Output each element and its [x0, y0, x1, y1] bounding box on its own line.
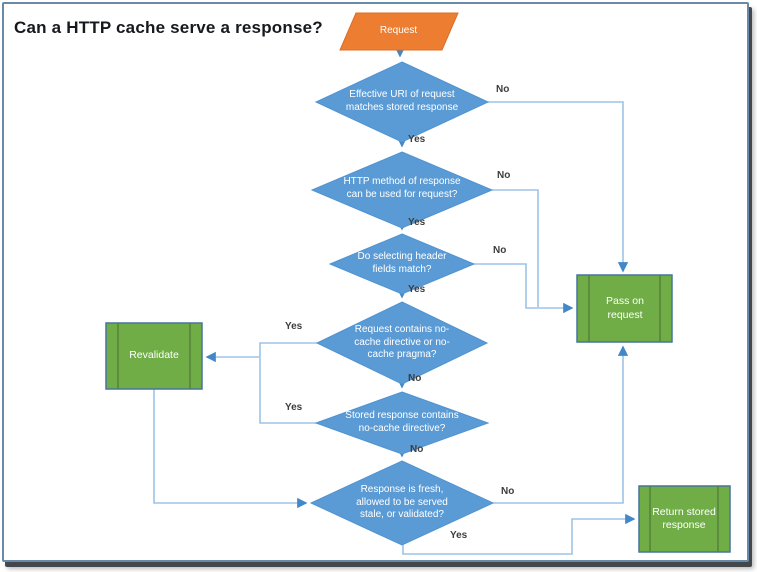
edge-d6-no-to-pass: [493, 345, 629, 504]
edge-d5-yes-to-revalidate: [259, 358, 316, 424]
decision-effective-uri: [314, 61, 490, 143]
decision-effective-uri-label: Effective URI of request matches stored …: [345, 89, 459, 113]
process-pass-on-request: [576, 274, 673, 343]
process-pass-label: Pass on request: [606, 295, 644, 321]
process-pass-rect: [576, 274, 673, 343]
process-revalidate: [105, 322, 203, 390]
edge-d3-no-to-pass: [474, 263, 574, 314]
edge-label-d2-yes: Yes: [408, 217, 426, 228]
decision-response-fresh: [309, 460, 495, 546]
decision-http-method-label: HTTP method of response can be used for …: [343, 176, 461, 200]
decision-response-fresh-label: Response is fresh, allowed to be served …: [356, 483, 448, 521]
decision-stored-no-cache: [314, 391, 490, 455]
decision-selecting-headers-label: Do selecting header fields match?: [357, 251, 447, 275]
edge-d1-no-to-pass: [488, 101, 629, 273]
edge-label-d4-yes: Yes: [285, 321, 303, 332]
edge-d2-no-to-pass: [492, 189, 539, 307]
edge-label-d3-no: No: [493, 245, 507, 256]
edge-label-d5-yes: Yes: [285, 402, 303, 413]
edge-label-d2-no: No: [497, 170, 511, 181]
process-return-stored: [638, 485, 731, 553]
edge-label-d1-no: No: [496, 84, 510, 95]
decision-http-method: [310, 151, 494, 229]
decision-request-no-cache-label: Request contains no-cache directive or n…: [354, 323, 450, 361]
edge-label-d3-yes: Yes: [408, 284, 426, 295]
decision-stored-no-cache-label: Stored response contains no-cache direct…: [345, 410, 459, 434]
start-shape-request: [339, 12, 459, 51]
decision-selecting-headers: [328, 233, 476, 295]
edge-revalidate-to-d6: [153, 389, 308, 509]
edge-label-d6-yes: Yes: [450, 530, 468, 541]
process-return-rect: [638, 485, 731, 553]
page-title: Can a HTTP cache serve a response?: [14, 18, 323, 37]
process-revalidate-label: Revalidate: [129, 349, 179, 362]
process-return-label: Return stored response: [652, 505, 716, 531]
edge-label-d1-yes: Yes: [408, 134, 426, 145]
edge-label-d5-no: No: [410, 444, 424, 455]
edge-label-d6-no: No: [501, 486, 515, 497]
edge-label-d4-no: No: [408, 373, 422, 384]
decision-request-no-cache: [315, 301, 489, 385]
edge-d6-yes-to-return: [402, 513, 636, 555]
edge-d4-yes-to-revalidate: [205, 342, 317, 363]
start-label: Request: [379, 25, 418, 37]
process-revalidate-rect: [105, 322, 203, 390]
